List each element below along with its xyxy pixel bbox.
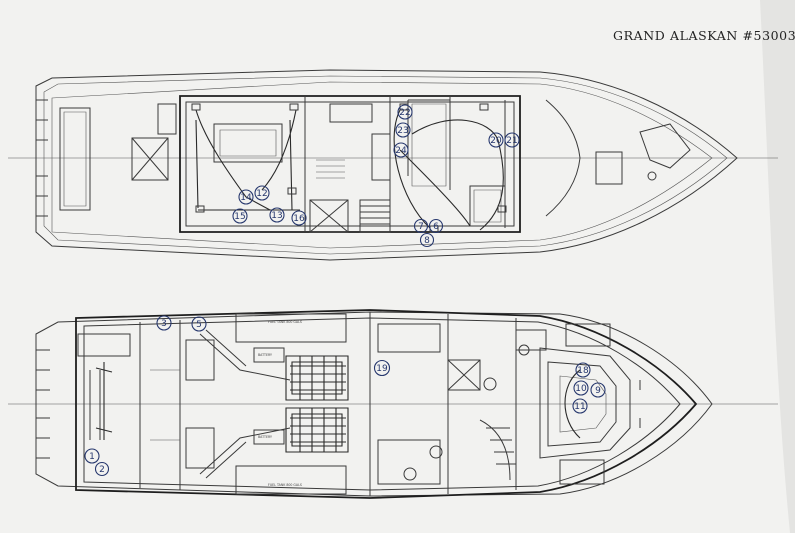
marker-label: 9 [595,386,601,396]
marker-label: 8 [424,236,430,246]
lower-deck-marker-19[interactable]: 19 [373,359,391,377]
battery-bottom-label: BATTERY [258,435,272,439]
upper-deck-marker-13[interactable]: 13 [269,207,285,223]
marker-label: 24 [395,146,407,156]
lower-hull-outline [35,311,713,497]
battery-top-label: BATTERY [258,353,272,357]
upper-deck-marker-15[interactable]: 15 [232,208,248,224]
upper-deck-marker-22[interactable]: 22 [397,104,413,120]
port-engine [285,355,349,401]
upper-deck-marker-8[interactable]: 8 [419,232,435,248]
marker-label: 11 [574,402,585,412]
lower-deck-marker-11[interactable]: 11 [572,398,588,414]
lower-deck-plan [8,309,778,499]
upper-deck-marker-14[interactable]: 14 [238,189,254,205]
upper-cabin-house [179,95,521,233]
marker-label: 21 [506,136,517,146]
upper-deck-plan [8,69,778,261]
marker-label: 3 [161,319,167,329]
marker-label: 2 [99,465,105,475]
upper-hull-outline [35,69,738,261]
upper-deck-marker-7[interactable]: 7 [413,218,429,234]
marker-label: 5 [196,320,202,330]
marker-label: 18 [577,366,589,376]
lower-deck-marker-1[interactable]: 1 [84,448,100,464]
upper-deck-marker-24[interactable]: 24 [393,142,409,158]
lower-deck-marker-9[interactable]: 9 [590,382,606,398]
marker-label: 22 [399,108,410,118]
paper-edge-shadow [760,0,795,533]
marker-label: 1 [89,452,95,462]
marker-label: 23 [397,126,408,136]
upper-deck-marker-21[interactable]: 21 [504,132,520,148]
marker-label: 12 [256,189,267,199]
upper-deck-marker-20[interactable]: 20 [488,132,504,148]
upper-deck-marker-6[interactable]: 6 [428,218,444,234]
drawing-title: GRAND ALASKAN #53003 [613,28,795,43]
fuel-tank-top-label: FUEL TANK 800 GALS [268,320,302,324]
fuel-tank-bottom-label: FUEL TANK 800 GALS [268,483,302,487]
lower-deck-marker-18[interactable]: 18 [575,362,591,378]
marker-label: 15 [234,212,245,222]
marker-label: 10 [575,384,587,394]
starboard-engine [285,407,349,453]
marker-label: 19 [376,364,388,374]
upper-deck-marker-23[interactable]: 23 [395,122,411,138]
marker-label: 6 [433,222,439,232]
upper-wiring-runs [195,109,504,231]
upper-deck-marker-16[interactable]: 16 [291,210,307,226]
marker-label: 20 [490,136,502,146]
marker-label: 13 [271,211,282,221]
lower-deck-marker-10[interactable]: 10 [573,380,589,396]
marker-label: 14 [240,193,252,203]
lower-deck-marker-2[interactable]: 2 [94,461,110,477]
marker-label: 16 [293,214,305,224]
lower-deck-marker-5[interactable]: 5 [191,316,207,332]
upper-deck-marker-12[interactable]: 12 [254,185,270,201]
marker-label: 7 [418,222,424,232]
lower-deck-marker-3[interactable]: 3 [156,315,172,331]
